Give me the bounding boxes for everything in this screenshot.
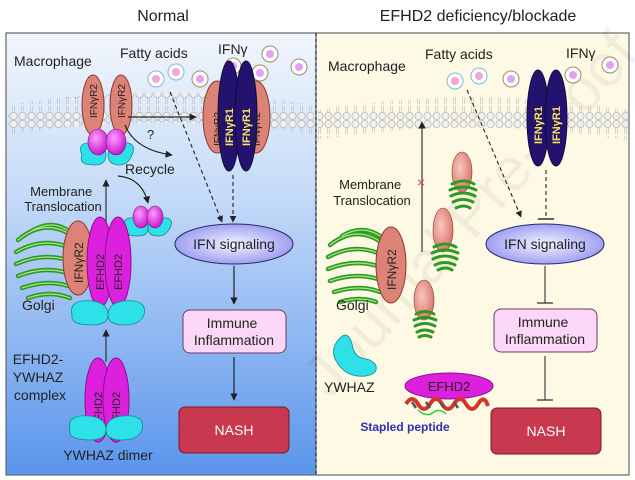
right-stapled-peptide [404, 397, 490, 416]
right-fatty-acid-particles [446, 67, 488, 90]
right-inflammation-node: Immune Inflammation [493, 308, 598, 353]
right-golgi-ifngr2: IFNγR2 [375, 226, 407, 304]
right-nash-node: NASH [490, 407, 602, 455]
left-complex-label: EFHD2- YWHAZ complex [13, 351, 67, 403]
right-free-ifngr2-1 [448, 151, 478, 210]
svg-text:EFHD2: EFHD2 [113, 254, 125, 290]
left-inflammation-node: Immune Inflammation [182, 309, 287, 354]
right-blocked-marker: × [417, 174, 425, 190]
left-golgi-label: Golgi [22, 297, 55, 313]
right-ywhaz-monomer [333, 334, 377, 377]
left-nash-node: NASH [178, 406, 290, 454]
right-macrophage-label: Macrophage [328, 58, 406, 74]
left-recycled-efhd2-ywhaz [124, 205, 172, 237]
right-ifngr1-pair: IFNγR1 IFNγR1 [526, 69, 568, 167]
left-golgi-efhd2-dimer: EFHD2 EFHD2 [71, 216, 145, 326]
svg-text:Immune Inflammation: Immune Inflammation [194, 315, 274, 348]
left-efhd2-ywhaz-complex: EFHD2 EFHD2 [69, 357, 143, 443]
svg-text:IFNγR1: IFNγR1 [533, 106, 545, 144]
right-fa-dashed-arrow [466, 89, 522, 218]
right-free-ifngr2-3 [412, 279, 438, 339]
right-golgi [325, 227, 389, 305]
svg-text:IFNγR1: IFNγR1 [551, 106, 563, 144]
svg-text:IFN signaling: IFN signaling [193, 236, 275, 252]
left-ifn-signaling-node: IFN signaling [174, 223, 294, 265]
svg-text:IFNγR2: IFNγR2 [117, 84, 128, 118]
left-arrow-question [124, 124, 173, 158]
left-golgi [13, 222, 81, 301]
left-ifng-label: IFNγ [218, 41, 248, 57]
right-panel-title: EFHD2 deficiency/blockade [380, 8, 577, 25]
svg-text:IFNγR1: IFNγR1 [224, 108, 236, 146]
right-membrane-translocation-label: Membrane Translocation [333, 177, 411, 208]
right-ifng-particles [502, 56, 619, 88]
svg-text:IFNγR2: IFNγR2 [385, 249, 399, 290]
svg-text:EFHD2: EFHD2 [95, 254, 107, 290]
svg-text:IFNγR2: IFNγR2 [213, 112, 224, 146]
svg-text:IFNγR2: IFNγR2 [89, 84, 100, 118]
right-ywhaz-label: YWHAZ [324, 379, 375, 395]
svg-text:Immune Inflammation: Immune Inflammation [505, 314, 585, 347]
right-free-ifngr2-2 [430, 207, 460, 272]
svg-text:IFNγR2: IFNγR2 [72, 242, 86, 283]
left-membrane-ifngr2-pair: IFNγR2 IFNγR2 [81, 74, 133, 136]
left-membrane-efhd2-ywhaz [80, 128, 134, 166]
left-recycle-label: Recycle [125, 161, 175, 177]
left-fatty-acid-particles [147, 63, 185, 88]
left-membrane-translocation-label: Membrane Translocation [24, 184, 102, 214]
left-ifng-receptor-complex: IFNγR2 IFNγR1 IFNγR1 IFNγR2 [202, 60, 271, 172]
right-ifng-label: IFNγ [566, 45, 596, 61]
svg-text:IFNγR2: IFNγR2 [252, 112, 263, 146]
right-fatty-acids-label: Fatty acids [425, 46, 493, 62]
left-ywhaz-dimer-label: YWHAZ dimer [63, 447, 153, 463]
left-fatty-acids-label: Fatty acids [120, 45, 188, 61]
left-recycle-arrow [117, 175, 150, 204]
right-ifn-signaling-node: IFN signaling [485, 223, 605, 265]
svg-text:IFN signaling: IFN signaling [504, 236, 586, 252]
right-golgi-label: Golgi [336, 297, 369, 313]
right-efhd2-bound: EFHD2 [404, 372, 494, 400]
right-stapled-peptide-label: Stapled peptide [360, 420, 450, 434]
left-fa-dashed-arrow [169, 91, 223, 223]
left-panel-title: Normal [137, 8, 189, 25]
left-question-mark: ? [147, 127, 154, 142]
svg-text:NASH: NASH [215, 422, 254, 438]
left-macrophage-label: Macrophage [14, 53, 92, 69]
svg-text:IFNγR1: IFNγR1 [241, 108, 253, 146]
svg-text:NASH: NASH [527, 423, 566, 439]
svg-text:EFHD2: EFHD2 [428, 379, 471, 394]
